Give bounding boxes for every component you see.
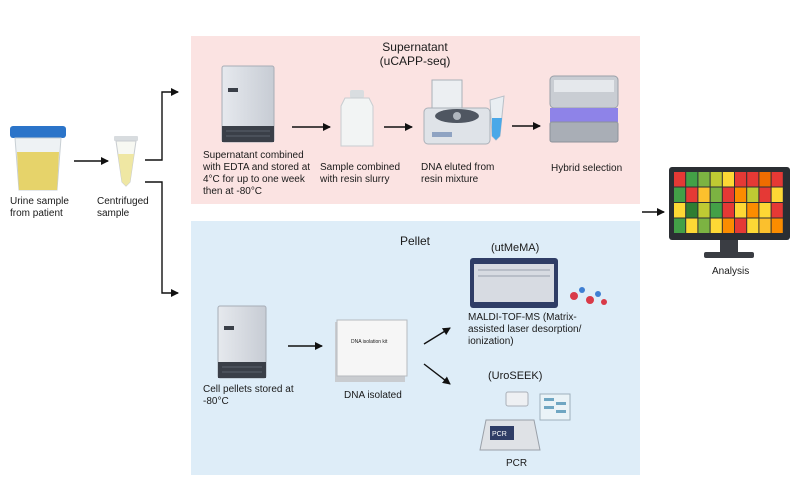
heatmap-cell — [771, 172, 783, 187]
heatmap-cell — [698, 203, 710, 218]
heatmap-cell — [710, 187, 722, 202]
resin-bottle-icon — [340, 90, 374, 147]
centrifuged-sample-label: Centrifuged sample — [97, 196, 149, 219]
heatmap-cell — [759, 187, 771, 202]
heatmap — [674, 172, 783, 233]
utmema-label: (utMeMA) — [491, 242, 540, 254]
heatmap-cell — [674, 218, 686, 233]
urine-cup-icon — [10, 126, 66, 191]
heatmap-cell — [722, 172, 734, 187]
heatmap-cell — [735, 218, 747, 233]
heatmap-cell — [698, 172, 710, 187]
heatmap-cell — [747, 203, 759, 218]
hybrid-selection-label: Hybrid selection — [551, 163, 623, 174]
arrow-kit-to-pcr — [423, 363, 451, 385]
heatmap-cell — [722, 203, 734, 218]
urine-sample-label: Urine sample from patient — [10, 196, 69, 219]
resin-label: Sample combined with resin slurry — [320, 162, 401, 185]
maldi-instrument-icon — [470, 258, 607, 308]
freezer-icon — [221, 65, 275, 143]
heatmap-cell — [698, 218, 710, 233]
heatmap-cell — [722, 218, 734, 233]
heatmap-cell — [686, 218, 698, 233]
dna-isolation-kit-text: DNA isolation kit — [351, 339, 388, 345]
heatmap-cell — [759, 203, 771, 218]
heatmap-cell — [698, 187, 710, 202]
dna-isolated-label: DNA isolated — [344, 390, 402, 401]
heatmap-cell — [771, 203, 783, 218]
heatmap-cell — [735, 172, 747, 187]
heatmap-cell — [710, 218, 722, 233]
heatmap-cell — [759, 218, 771, 233]
dna-eluted-label: DNA eluted from resin mixture — [421, 162, 495, 185]
heatmap-cell — [686, 172, 698, 187]
supernatant-store-label: Supernatant combined with EDTA and store… — [203, 150, 311, 197]
heatmap-cell — [771, 187, 783, 202]
heatmap-cell — [747, 187, 759, 202]
arrow-to-pellet — [145, 181, 179, 297]
heatmap-cell — [686, 203, 698, 218]
supernatant-title: Supernatant (uCAPP-seq) — [379, 40, 451, 68]
freezer-bottom-icon — [217, 305, 267, 379]
cell-pellets-label: Cell pellets stored at -80°C — [203, 384, 294, 407]
maldi-label: MALDI-TOF-MS (Matrix- assisted laser des… — [468, 312, 582, 347]
analysis-label: Analysis — [712, 266, 750, 277]
sequencer-icon — [549, 75, 619, 143]
heatmap-cell — [747, 218, 759, 233]
heatmap-cell — [771, 218, 783, 233]
heatmap-cell — [710, 203, 722, 218]
heatmap-cell — [674, 187, 686, 202]
heatmap-cell — [674, 203, 686, 218]
heatmap-cell — [686, 187, 698, 202]
pcr-device-text: PCR — [492, 431, 507, 438]
pellet-title: Pellet — [399, 234, 431, 248]
dna-isolation-kit-icon — [335, 319, 408, 382]
arrow-to-supernatant — [145, 88, 179, 161]
uroseek-label: (UroSEEK) — [488, 370, 543, 382]
centrifuge-machine-icon — [423, 79, 505, 145]
heatmap-cell — [722, 187, 734, 202]
arrow-kit-to-maldi — [423, 327, 451, 345]
heatmap-cell — [759, 172, 771, 187]
analysis-monitor-icon — [669, 167, 790, 258]
heatmap-cell — [674, 172, 686, 187]
heatmap-cell — [735, 187, 747, 202]
heatmap-cell — [735, 203, 747, 218]
heatmap-cell — [747, 172, 759, 187]
pcr-machine-icon — [479, 391, 571, 451]
centrifuge-tube-icon — [114, 136, 138, 187]
heatmap-cell — [710, 172, 722, 187]
pcr-label: PCR — [506, 458, 528, 469]
